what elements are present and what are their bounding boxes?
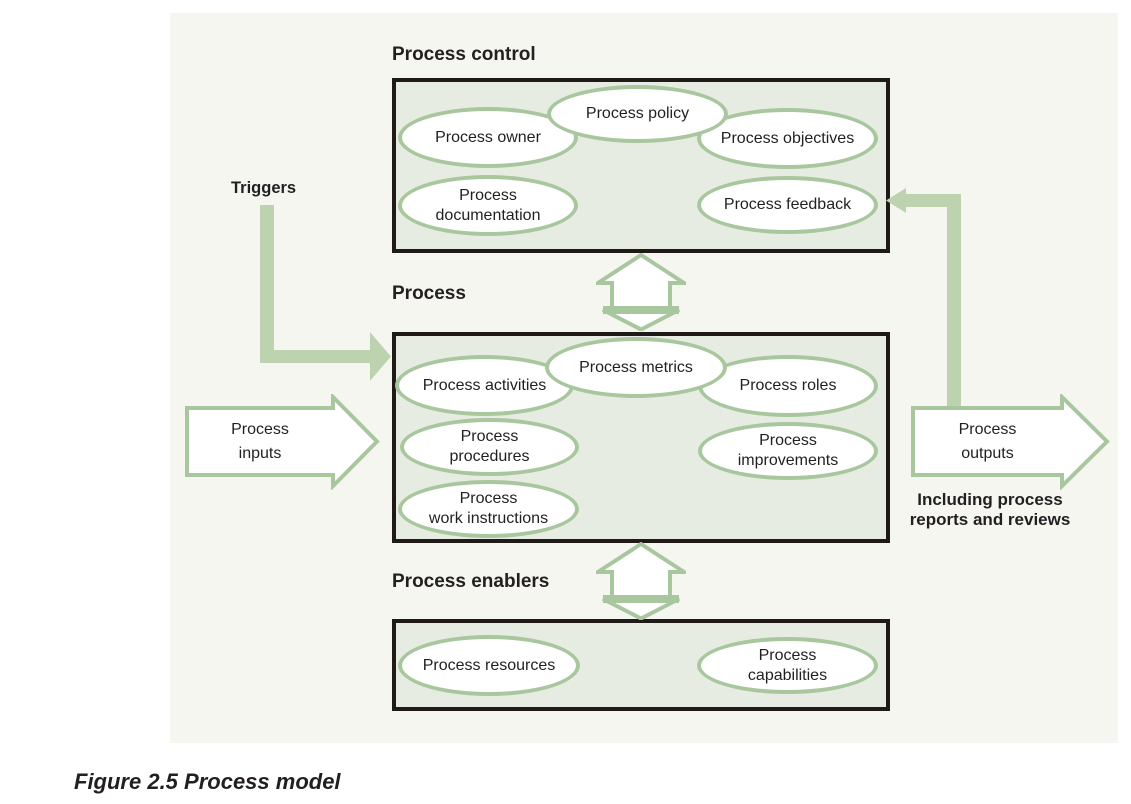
section-title-process-enablers: Process enablers (392, 571, 550, 592)
ellipse-process-metrics: Process metrics (545, 337, 727, 398)
triggers-label: Triggers (231, 179, 297, 197)
ellipse-process-owner: Process owner (398, 107, 578, 168)
ellipse-label: procedures (449, 448, 530, 465)
ellipse-label: documentation (435, 206, 541, 224)
process-outputs-arrow-icon (911, 394, 1110, 490)
section-title-process-control: Process control (392, 44, 536, 65)
ellipse-process-capabilities: Process capabilities (697, 637, 878, 694)
process-outputs-line: Process (958, 421, 1017, 438)
ellipse-process-feedback: Process feedback (697, 176, 878, 234)
process-outputs-label: Process outputs (913, 418, 1062, 466)
ellipse-label: Process (460, 428, 519, 445)
process-outputs-line: outputs (961, 445, 1014, 462)
ellipse-label: Process roles (739, 377, 837, 394)
ellipse-label: Process (758, 646, 817, 664)
ellipse-label: Process metrics (579, 358, 693, 376)
process-inputs-line: Process (231, 421, 289, 438)
ellipse-process-roles: Process roles (698, 355, 878, 417)
ellipse-label: Process resources (422, 656, 556, 674)
ellipse-label: capabilities (747, 666, 828, 684)
ellipse-label: Process objectives (720, 129, 855, 147)
up-down-arrow-icon (596, 253, 686, 331)
ellipse-process-policy: Process policy (547, 85, 728, 143)
ellipse-label: Process activities (422, 376, 547, 394)
ellipse-label: Process policy (585, 105, 690, 122)
outputs-note-line: reports and reviews (909, 510, 1071, 529)
ellipse-process-activities: Process activities (395, 355, 574, 416)
up-down-arrow-icon (596, 542, 686, 620)
process-inputs-line: inputs (238, 445, 282, 462)
triggers-arrow-icon (260, 205, 391, 381)
ellipse-process-documentation: Process documentation (398, 175, 578, 236)
ellipse-label: Process (459, 186, 517, 204)
process-inputs-arrow-icon (185, 394, 380, 490)
ellipse-label: Process feedback (723, 196, 852, 213)
ellipse-process-resources: Process resources (398, 635, 580, 696)
ellipse-process-improvements: Process improvements (698, 422, 878, 480)
outputs-note-line: Including process (917, 490, 1063, 509)
outputs-note: Including process reports and reviews (880, 490, 1100, 530)
ellipse-process-work-instructions: Process work instructions (398, 480, 579, 538)
figure-caption: Figure 2.5 Process model (74, 769, 341, 794)
process-inputs-label: Process inputs (187, 418, 333, 466)
feedback-arrow-icon (886, 188, 961, 414)
ellipse-label: improvements (737, 452, 839, 469)
ellipse-label: Process owner (435, 128, 541, 146)
ellipse-label: Process (459, 490, 518, 507)
ellipse-process-procedures: Process procedures (400, 418, 579, 476)
ellipse-label: work instructions (428, 510, 549, 527)
ellipse-label: Process (759, 432, 817, 449)
ellipse-process-objectives: Process objectives (697, 108, 878, 169)
section-title-process: Process (392, 283, 466, 304)
